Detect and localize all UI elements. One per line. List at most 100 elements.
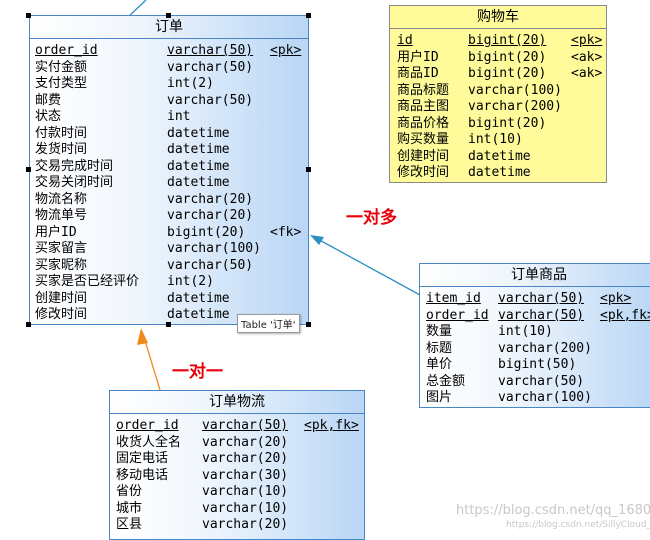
column-name: 区县 bbox=[116, 517, 143, 532]
entity-column-row[interactable]: 城市 varchar(10) bbox=[110, 501, 364, 517]
column-type: varchar(50) bbox=[167, 59, 254, 75]
column-name: item_id bbox=[426, 291, 481, 306]
entity-column-row[interactable]: 数量 int(10) bbox=[420, 324, 650, 340]
selection-handle[interactable] bbox=[26, 167, 31, 172]
column-type: bigint(20) bbox=[468, 66, 547, 81]
column-type: varchar(50) bbox=[498, 373, 585, 389]
selection-handle[interactable] bbox=[166, 322, 171, 327]
column-key: <pk> bbox=[571, 33, 603, 48]
column-name: 创建时间 bbox=[397, 148, 450, 164]
column-key: <ak> bbox=[571, 66, 603, 81]
column-type: int(10) bbox=[498, 324, 553, 339]
selection-handle[interactable] bbox=[306, 322, 311, 327]
column-key: <pk,fk> bbox=[304, 418, 359, 433]
entity-column-row[interactable]: 固定电话 varchar(20) bbox=[110, 451, 364, 467]
entity-column-row[interactable]: 创建时间 datetime bbox=[390, 149, 606, 165]
entity-column-row[interactable]: 用户ID bigint(20) <fk> bbox=[30, 225, 308, 241]
column-name: 物流名称 bbox=[35, 191, 88, 207]
column-type: datetime bbox=[167, 290, 230, 306]
selection-handle[interactable] bbox=[306, 13, 311, 18]
selection-handle[interactable] bbox=[26, 322, 31, 327]
column-type: datetime bbox=[468, 148, 531, 164]
one-to-many-arrowhead bbox=[310, 235, 324, 245]
entity-column-row[interactable]: 交易关闭时间 datetime bbox=[30, 175, 308, 191]
column-name: 固定电话 bbox=[116, 451, 169, 466]
column-name: 付款时间 bbox=[35, 125, 88, 141]
column-name: order_id bbox=[426, 307, 489, 323]
column-type: varchar(20) bbox=[202, 434, 289, 450]
cart-entity-title: 购物车 bbox=[390, 6, 606, 29]
column-type: datetime bbox=[167, 175, 230, 190]
column-type: bigint(50) bbox=[498, 357, 577, 372]
column-name: 数量 bbox=[426, 324, 453, 339]
entity-column-row[interactable]: 物流单号 varchar(20) bbox=[30, 208, 308, 224]
entity-column-row[interactable]: 总金额 varchar(50) bbox=[420, 374, 650, 390]
column-name: 创建时间 bbox=[35, 290, 88, 306]
column-type: varchar(20) bbox=[202, 451, 289, 466]
column-type: varchar(20) bbox=[167, 208, 254, 223]
column-name: order_id bbox=[35, 43, 98, 58]
selection-handle[interactable] bbox=[306, 167, 311, 172]
entity-column-row[interactable]: 创建时间 datetime bbox=[30, 291, 308, 307]
selection-handle[interactable] bbox=[166, 13, 171, 18]
column-type: bigint(20) bbox=[167, 224, 246, 240]
watermark-line1: https://blog.csdn.net/qq_1680 bbox=[456, 503, 650, 518]
column-type: varchar(10) bbox=[202, 500, 289, 516]
column-name: 总金额 bbox=[426, 373, 466, 389]
column-name: 支付类型 bbox=[35, 76, 88, 91]
column-type: bigint(20) bbox=[468, 49, 547, 65]
column-name: 邮费 bbox=[35, 92, 62, 108]
column-name: 购买数量 bbox=[397, 132, 450, 147]
one-to-many-label: 一对多 bbox=[346, 208, 397, 228]
column-key: <fk> bbox=[270, 224, 302, 240]
column-name: 交易关闭时间 bbox=[35, 175, 114, 190]
column-name: 实付金额 bbox=[35, 59, 88, 75]
column-name: 城市 bbox=[116, 500, 143, 516]
selection-handle[interactable] bbox=[26, 13, 31, 18]
column-name: 买家留言 bbox=[35, 241, 88, 256]
column-name: order_id bbox=[116, 418, 179, 433]
column-name: 图片 bbox=[426, 390, 453, 405]
column-type: varchar(200) bbox=[498, 340, 592, 356]
column-key: <pk> bbox=[600, 291, 632, 306]
column-name: 用户ID bbox=[35, 224, 77, 240]
entity-column-row[interactable]: 实付金额 varchar(50) bbox=[30, 60, 308, 76]
column-type: bigint(20) bbox=[468, 33, 547, 48]
column-name: 物流单号 bbox=[35, 208, 88, 223]
